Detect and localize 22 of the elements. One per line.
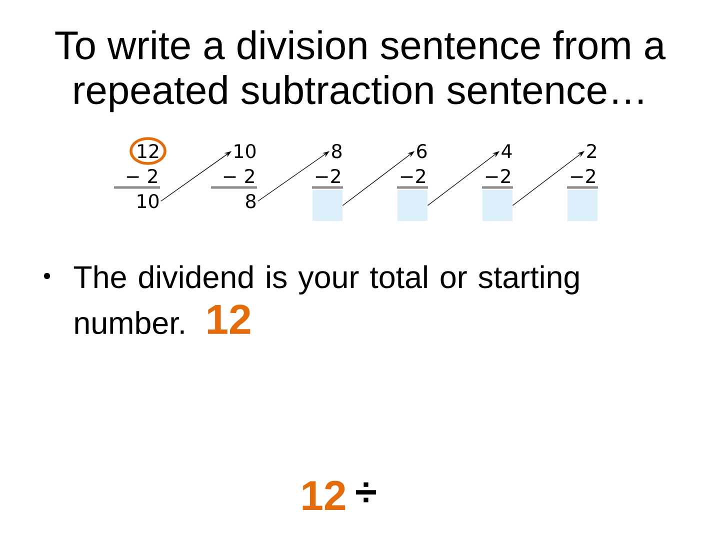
subtrahend: −2 [400,168,425,183]
number: 2 [587,144,596,158]
number: 8 [332,144,342,158]
number: 10 [234,144,256,158]
circled-number: 12 [130,137,166,165]
subtrahend: −2 [316,168,340,183]
bullet-text: The dividend is your total or starting number. 12 [74,265,579,334]
subtrahend: −2 [570,168,595,183]
number: 8 [246,194,256,208]
title: To write a division sentence from a repeated subtraction sentence… [55,30,666,112]
subtrahend: −2 [486,168,510,183]
answer-box [312,190,342,221]
subtrahend: − 2 [224,168,254,183]
number: 4 [502,144,512,158]
subtrahend: − 2 [126,168,157,183]
number: 10 [138,194,159,208]
number: 12 [302,480,346,510]
answer-box [398,190,428,221]
division-sign: ÷ [356,482,376,502]
number: 6 [417,144,427,158]
answer-box [568,190,598,221]
answer-box [482,190,512,221]
